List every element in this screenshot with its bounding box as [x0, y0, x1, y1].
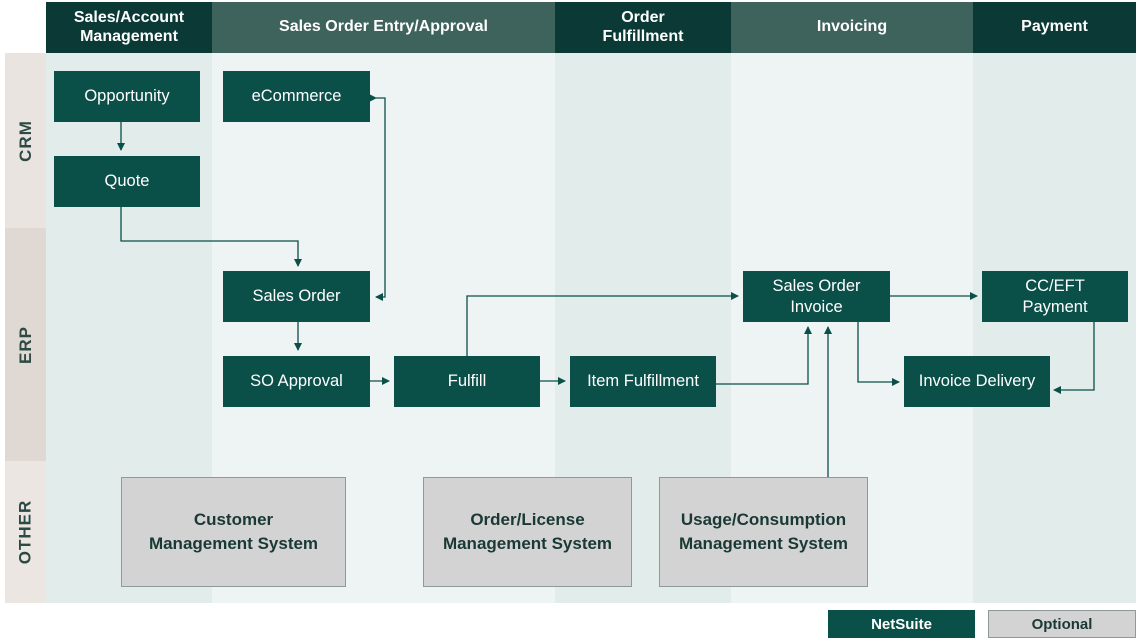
optional-order-license-management-system: Order/License Management System: [423, 477, 632, 587]
node-invoice-delivery: Invoice Delivery: [904, 356, 1050, 407]
arrow-payment-to-delivery: [1053, 322, 1095, 394]
arrow-quote-to-sales-order: [120, 207, 302, 267]
row-label-erp: ERP: [5, 228, 46, 461]
column-header-sales-order-entry: Sales Order Entry/Approval: [212, 2, 555, 53]
node-opportunity: Opportunity: [54, 71, 200, 122]
node-fulfill: Fulfill: [394, 356, 540, 407]
arrow-fulfill-to-invoice: [466, 292, 739, 356]
legend-optional: Optional: [988, 610, 1136, 638]
arrow-item-fulfillment-to-invoice: [716, 326, 812, 385]
legend-netsuite: NetSuite: [828, 610, 975, 638]
node-sales-order-invoice: Sales Order Invoice: [743, 271, 890, 322]
row-label-crm: CRM: [5, 53, 46, 228]
column-header-sales-account: Sales/Account Management: [46, 2, 212, 53]
node-so-approval: SO Approval: [223, 356, 370, 407]
arrow-ecommerce-sales-order: [369, 94, 386, 301]
node-cc-eft-payment: CC/EFT Payment: [982, 271, 1128, 322]
column-header-invoicing: Invoicing: [731, 2, 973, 53]
column-header-order-fulfillment: Order Fulfillment: [555, 2, 731, 53]
node-item-fulfillment: Item Fulfillment: [570, 356, 716, 407]
node-ecommerce: eCommerce: [223, 71, 370, 122]
column-band-payment: [973, 53, 1136, 603]
row-label-other: OTHER: [5, 461, 46, 603]
column-header-payment: Payment: [973, 2, 1136, 53]
node-sales-order: Sales Order: [223, 271, 370, 322]
node-quote: Quote: [54, 156, 200, 207]
arrow-invoice-to-delivery: [857, 322, 900, 386]
optional-customer-management-system: Customer Management System: [121, 477, 346, 587]
optional-usage-consumption-management-system: Usage/Consumption Management System: [659, 477, 868, 587]
